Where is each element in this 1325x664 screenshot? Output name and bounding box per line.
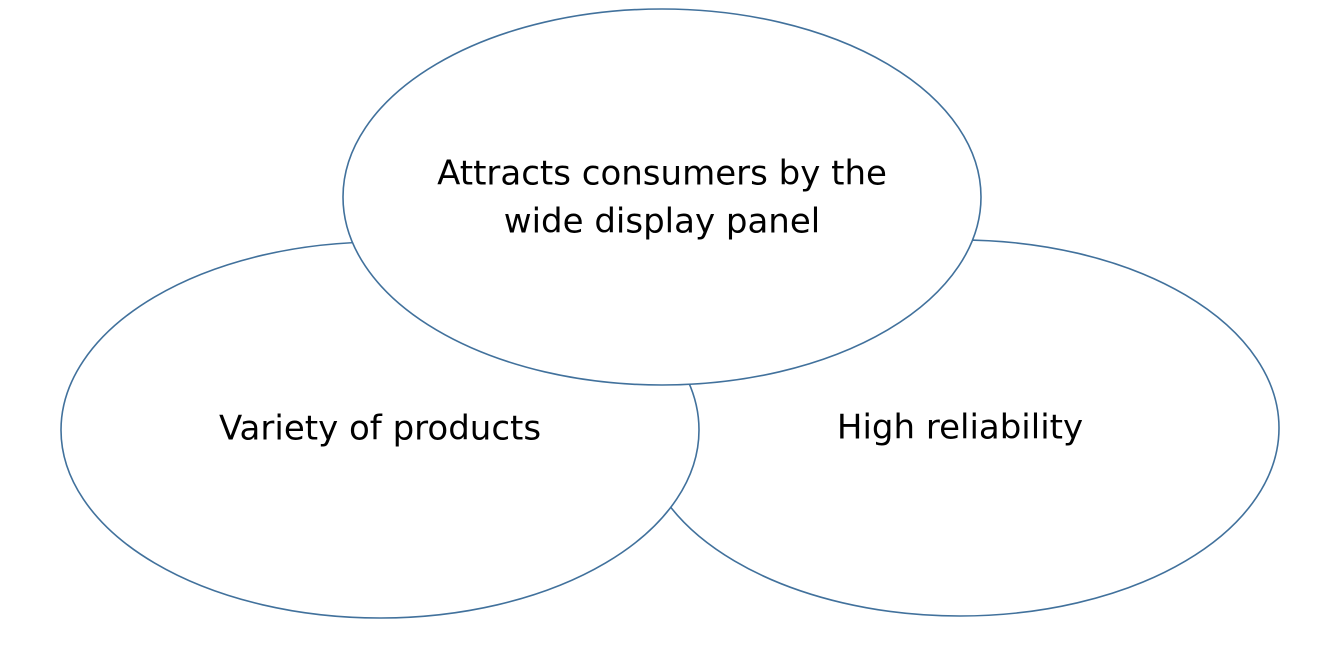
label-high-reliability: High reliability [837, 408, 1083, 448]
label-attracts-consumers-line-1: Attracts consumers by the [437, 154, 887, 194]
label-attracts-consumers-line-2: wide display panel [504, 202, 820, 242]
ellipse-group-attracts-consumers: Attracts consumers by the wide display p… [342, 8, 982, 386]
ellipse-attracts-consumers [342, 8, 982, 386]
label-variety-of-products: Variety of products [219, 409, 541, 449]
